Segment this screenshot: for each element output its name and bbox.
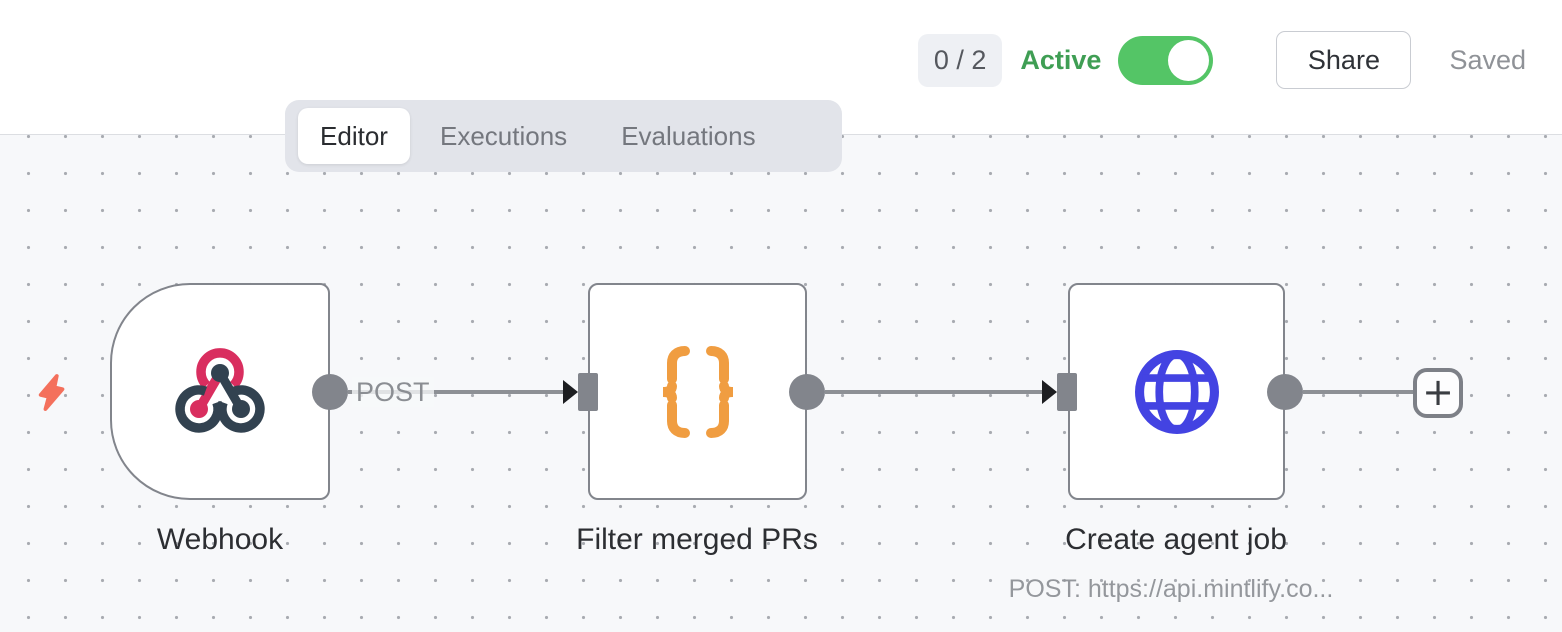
active-label: Active xyxy=(1020,44,1102,75)
tab-evaluations[interactable]: Evaluations xyxy=(621,120,756,151)
connection-to-add-node[interactable] xyxy=(1303,390,1415,394)
create-agent-job-input-port xyxy=(1057,373,1077,411)
share-button[interactable]: Share xyxy=(1276,31,1412,89)
node-webhook[interactable] xyxy=(110,283,330,500)
tab-editor[interactable]: Editor xyxy=(298,108,410,164)
connection-arrowhead-icon xyxy=(563,380,578,404)
connection-webhook-to-filter[interactable] xyxy=(348,390,564,394)
workflow-canvas[interactable]: POST + Webhook Filter merged PRs Create … xyxy=(0,135,1562,632)
connection-filter-to-create-agent-job[interactable] xyxy=(825,390,1042,394)
node-label-create-agent-job: Create agent job xyxy=(1065,523,1287,556)
create-agent-job-output-handle[interactable] xyxy=(1267,374,1303,410)
globe-icon xyxy=(1134,349,1219,434)
connection-post-label: POST xyxy=(352,377,434,407)
node-label-webhook: Webhook xyxy=(156,523,284,556)
filter-input-port xyxy=(578,373,598,411)
saved-status: Saved xyxy=(1449,44,1526,75)
node-label-filter-merged-prs: Filter merged PRs xyxy=(576,523,818,556)
curly-braces-icon xyxy=(662,345,733,438)
view-tabs: Editor Executions Evaluations xyxy=(285,100,842,172)
top-bar-controls: 0 / 2 Active Share Saved xyxy=(917,0,1526,120)
node-filter-merged-prs[interactable] xyxy=(588,283,807,500)
issues-count-badge: 0 / 2 xyxy=(917,33,1003,87)
connection-arrowhead-icon xyxy=(1042,380,1057,404)
filter-output-handle[interactable] xyxy=(789,374,825,410)
active-toggle[interactable] xyxy=(1118,35,1214,85)
add-node-button[interactable]: + xyxy=(1413,368,1463,418)
webhook-icon xyxy=(175,347,265,433)
node-create-agent-job[interactable] xyxy=(1068,283,1285,500)
trigger-bolt-icon xyxy=(38,374,65,411)
tab-executions[interactable]: Executions xyxy=(440,120,568,151)
node-subtitle-create-agent-job: POST: https://api.mintlify.co... xyxy=(1008,575,1334,603)
webhook-output-handle[interactable] xyxy=(312,374,348,410)
toggle-thumb-icon xyxy=(1168,39,1210,81)
